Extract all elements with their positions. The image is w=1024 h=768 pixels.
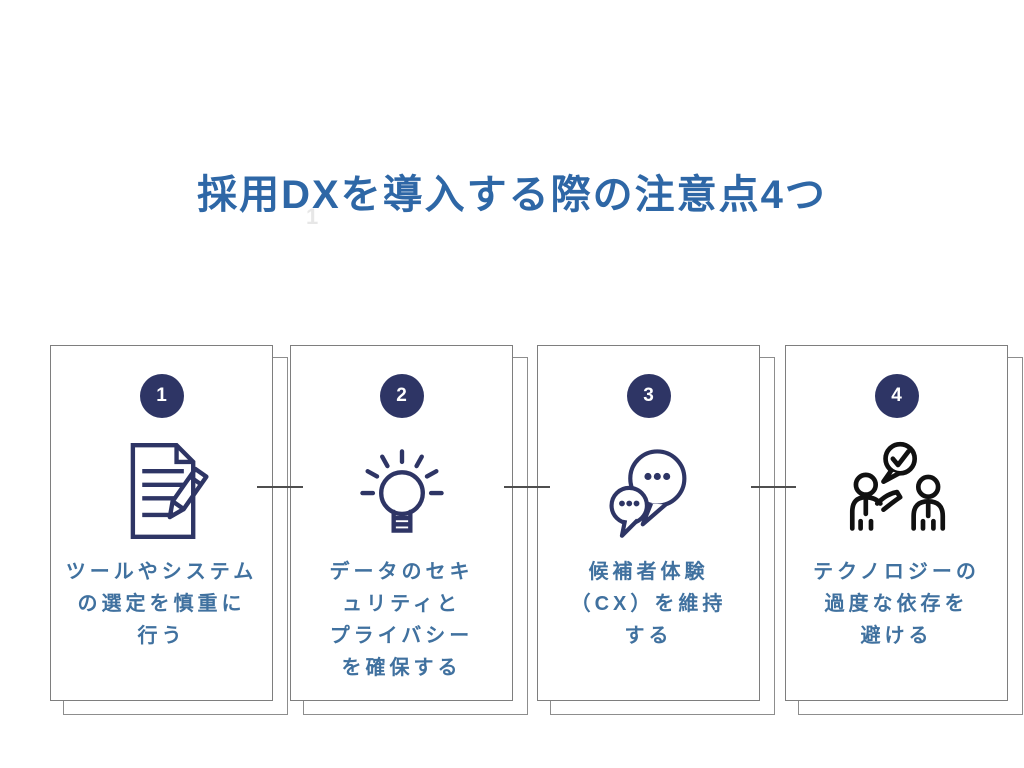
card: 4 テクノロジー	[785, 345, 1008, 701]
faint-watermark-number: 1	[306, 204, 319, 229]
card-avoid-overreliance: 4 テクノロジー	[785, 345, 1023, 715]
card-number-badge: 4	[874, 374, 919, 418]
card-number-badge: 3	[626, 374, 671, 418]
card: 1 ツールやシステム の選定を慎重に 行う	[50, 345, 273, 701]
connector-line-2-3	[504, 486, 550, 488]
card: 2 データのセキ ュリティと プライバシー を確保する	[290, 345, 513, 701]
page-title: 採用DXを導入する際の注意点4つ	[197, 173, 827, 217]
card-label: テクノロジーの 過度な依存を 避ける	[813, 561, 980, 647]
card-tool-selection: 1 ツールやシステム の選定を慎重に 行う	[50, 345, 288, 715]
chat-bubbles-icon	[597, 438, 701, 544]
card-number-badge: 2	[379, 374, 424, 418]
card-data-security: 2 データのセキ ュリティと プライバシー を確保する	[290, 345, 528, 715]
document-pencil-icon	[110, 438, 214, 544]
lightbulb-icon	[350, 438, 454, 544]
people-check-icon	[839, 438, 955, 544]
card-candidate-experience: 3 候補者体験 （CX）を維持 する	[537, 345, 775, 715]
card-number-badge: 1	[139, 374, 184, 418]
connector-line-1-2	[257, 486, 303, 488]
connector-line-3-4	[751, 486, 796, 488]
card-label: ツールやシステム の選定を慎重に 行う	[65, 561, 258, 647]
card-label: データのセキ ュリティと プライバシー を確保する	[329, 561, 474, 679]
card-label: 候補者体験 （CX）を維持 する	[570, 561, 727, 647]
card: 3 候補者体験 （CX）を維持 する	[537, 345, 760, 701]
